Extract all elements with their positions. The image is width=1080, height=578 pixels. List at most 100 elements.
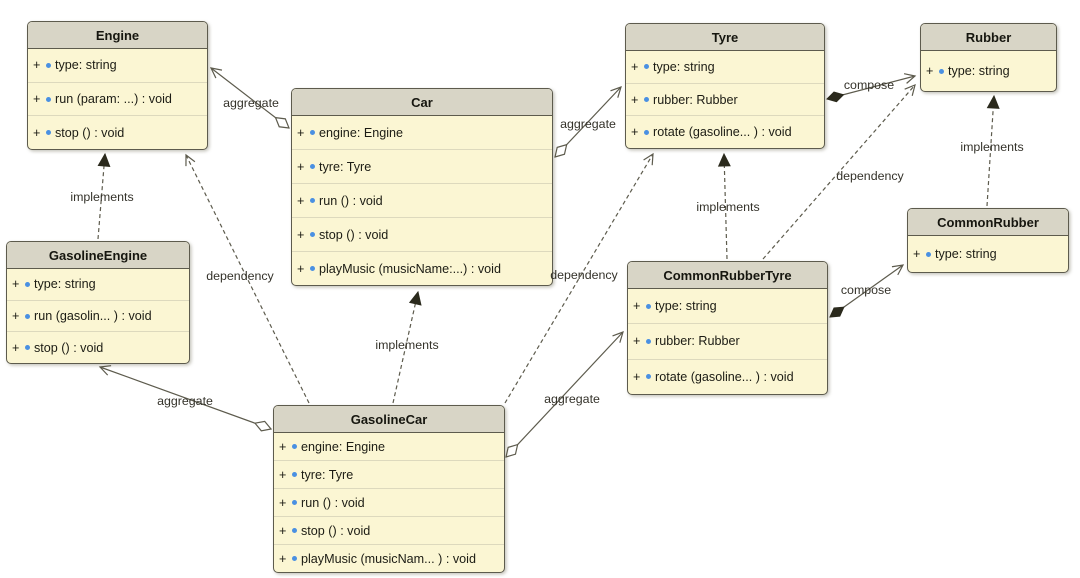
member-row: + run (gasolin... ) : void [7,301,189,333]
member-label: run () : void [301,495,365,510]
member-label: stop () : void [301,523,371,538]
visibility-modifier: + [12,277,20,292]
class-car-members: + engine: Engine + tyre: Tyre + run () :… [292,116,552,285]
member-label: rubber: Rubber [653,92,738,107]
member-row: + rotate (gasoline... ) : void [628,360,827,394]
class-tyre-title: Tyre [626,24,824,51]
relation-label-dependency: dependency [550,268,618,282]
relation-label-dependency: dependency [836,169,904,183]
member-dot-icon [646,338,651,344]
member-label: run (gasolin... ) : void [34,309,152,323]
member-label: rotate (gasoline... ) : void [655,369,794,384]
member-dot-icon [310,130,315,135]
member-label: type: string [55,58,117,73]
relation-label-aggregate: aggregate [560,117,616,131]
visibility-modifier: + [33,125,41,140]
member-row: + stop () : void [292,218,552,252]
member-row: + type: string [628,289,827,325]
member-dot-icon [310,266,315,271]
member-row: + tyre: Tyre [274,461,504,489]
member-dot-icon [646,374,651,380]
member-label: engine: Engine [319,125,404,140]
visibility-modifier: + [633,369,641,384]
class-gasoline-car[interactable]: GasolineCar + engine: Engine + tyre: Tyr… [273,405,505,573]
relation-implements-gasolinecar-car [392,290,422,404]
member-row: + run (param: ...) : void [28,83,207,117]
member-dot-icon [46,62,51,68]
member-dot-icon [292,556,297,561]
member-row: + rubber: Rubber [626,84,824,117]
class-gasoline-engine[interactable]: GasolineEngine + type: string + run (gas… [6,241,190,364]
visibility-modifier: + [279,439,287,454]
relation-implements-commonrubber-rubber [986,94,1000,207]
relation-label-compose: compose [840,283,892,297]
member-label: engine: Engine [301,439,386,454]
member-row: + engine: Engine [274,433,504,461]
class-engine-members: + type: string + run (param: ...) : void… [28,49,207,149]
visibility-modifier: + [631,125,639,140]
member-dot-icon [292,528,297,533]
member-label: type: string [653,59,715,74]
relation-label-aggregate: aggregate [223,96,279,110]
class-common-rubber-tyre-title: CommonRubberTyre [628,262,827,289]
class-gasoline-engine-title: GasolineEngine [7,242,189,269]
member-row: + run () : void [274,489,504,517]
member-label: run () : void [319,193,383,208]
member-row: + stop () : void [274,517,504,545]
relation-aggregate-gasolinecar-crt [506,332,623,457]
class-tyre[interactable]: Tyre + type: string + rubber: Rubber + r… [625,23,825,149]
relation-dependency-gasolinecar-tyre [504,152,654,404]
member-label: run (param: ...) : void [55,92,172,106]
member-dot-icon [292,472,297,477]
visibility-modifier: + [12,340,20,355]
relation-aggregate-gasolinecar-gasolineengine [100,367,271,429]
visibility-modifier: + [631,92,639,107]
relation-label-aggregate: aggregate [157,394,213,408]
member-label: rotate (gasoline... ) : void [653,125,792,140]
member-dot-icon [644,64,649,70]
class-rubber[interactable]: Rubber + type: string [920,23,1057,92]
class-common-rubber[interactable]: CommonRubber + type: string [907,208,1069,273]
member-label: tyre: Tyre [319,159,372,174]
class-common-rubber-tyre[interactable]: CommonRubberTyre + type: string + rubber… [627,261,828,395]
member-dot-icon [939,68,944,74]
member-dot-icon [292,500,297,505]
relation-compose-tyre-rubber [826,73,917,103]
member-label: playMusic (musicName:...) : void [319,261,501,276]
visibility-modifier: + [631,59,639,74]
member-label: stop () : void [319,227,389,242]
visibility-modifier: + [633,299,641,314]
relation-aggregate-car-tyre [555,87,621,157]
class-car-title: Car [292,89,552,116]
relation-label-dependency: dependency [206,269,274,283]
member-dot-icon [25,345,30,351]
relation-aggregate-car-engine [211,68,289,128]
member-dot-icon [46,96,51,102]
member-row: + type: string [7,269,189,301]
class-common-rubber-members: + type: string [908,236,1068,272]
relation-implements-crt-tyre [717,152,731,260]
class-engine[interactable]: Engine + type: string + run (param: ...)… [27,21,208,150]
class-rubber-title: Rubber [921,24,1056,51]
member-row: + type: string [921,51,1056,91]
class-gasoline-engine-members: + type: string + run (gasolin... ) : voi… [7,269,189,363]
relation-label-implements: implements [375,338,439,352]
member-dot-icon [310,232,315,237]
member-label: stop () : void [34,340,104,355]
member-dot-icon [310,164,315,169]
relation-label-implements: implements [696,200,760,214]
visibility-modifier: + [297,125,305,140]
class-common-rubber-tyre-members: + type: string + rubber: Rubber + rotate… [628,289,827,394]
class-car[interactable]: Car + engine: Engine + tyre: Tyre + run … [291,88,553,286]
member-dot-icon [644,97,649,102]
member-row: + stop () : void [28,116,207,149]
relation-compose-crt-commonrubber [829,264,905,318]
member-label: tyre: Tyre [301,467,354,482]
relation-implements-gasolineengine-engine [97,152,111,240]
member-row: + rotate (gasoline... ) : void [626,116,824,148]
member-label: playMusic (musicNam... ) : void [301,551,476,566]
visibility-modifier: + [297,193,305,208]
member-row: + rubber: Rubber [628,324,827,360]
